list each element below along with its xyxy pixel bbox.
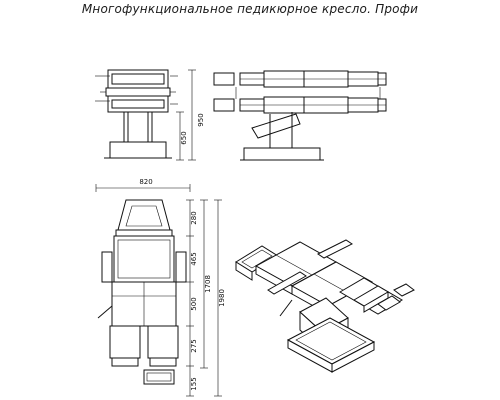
dim-seg-back: 465 bbox=[190, 252, 198, 265]
dim-seg-seat: 500 bbox=[190, 297, 198, 310]
dim-length-1: 1708 bbox=[204, 275, 212, 293]
dim-seg-foot: 275 bbox=[190, 339, 198, 352]
dim-length-2: 1980 bbox=[218, 289, 226, 307]
top-view: 820 bbox=[95, 178, 226, 397]
isometric-view bbox=[235, 239, 415, 373]
dim-seg-head: 280 bbox=[190, 211, 198, 224]
drawing-title: Многофункциональное педикюрное кресло. П… bbox=[81, 2, 419, 16]
dim-seg-extra: 155 bbox=[190, 377, 198, 390]
front-view: 950 650 bbox=[95, 69, 205, 161]
dim-side-base: 650 bbox=[180, 131, 188, 144]
dim-side-total: 950 bbox=[197, 113, 205, 126]
dim-width: 820 bbox=[139, 178, 152, 186]
side-view bbox=[213, 70, 387, 161]
